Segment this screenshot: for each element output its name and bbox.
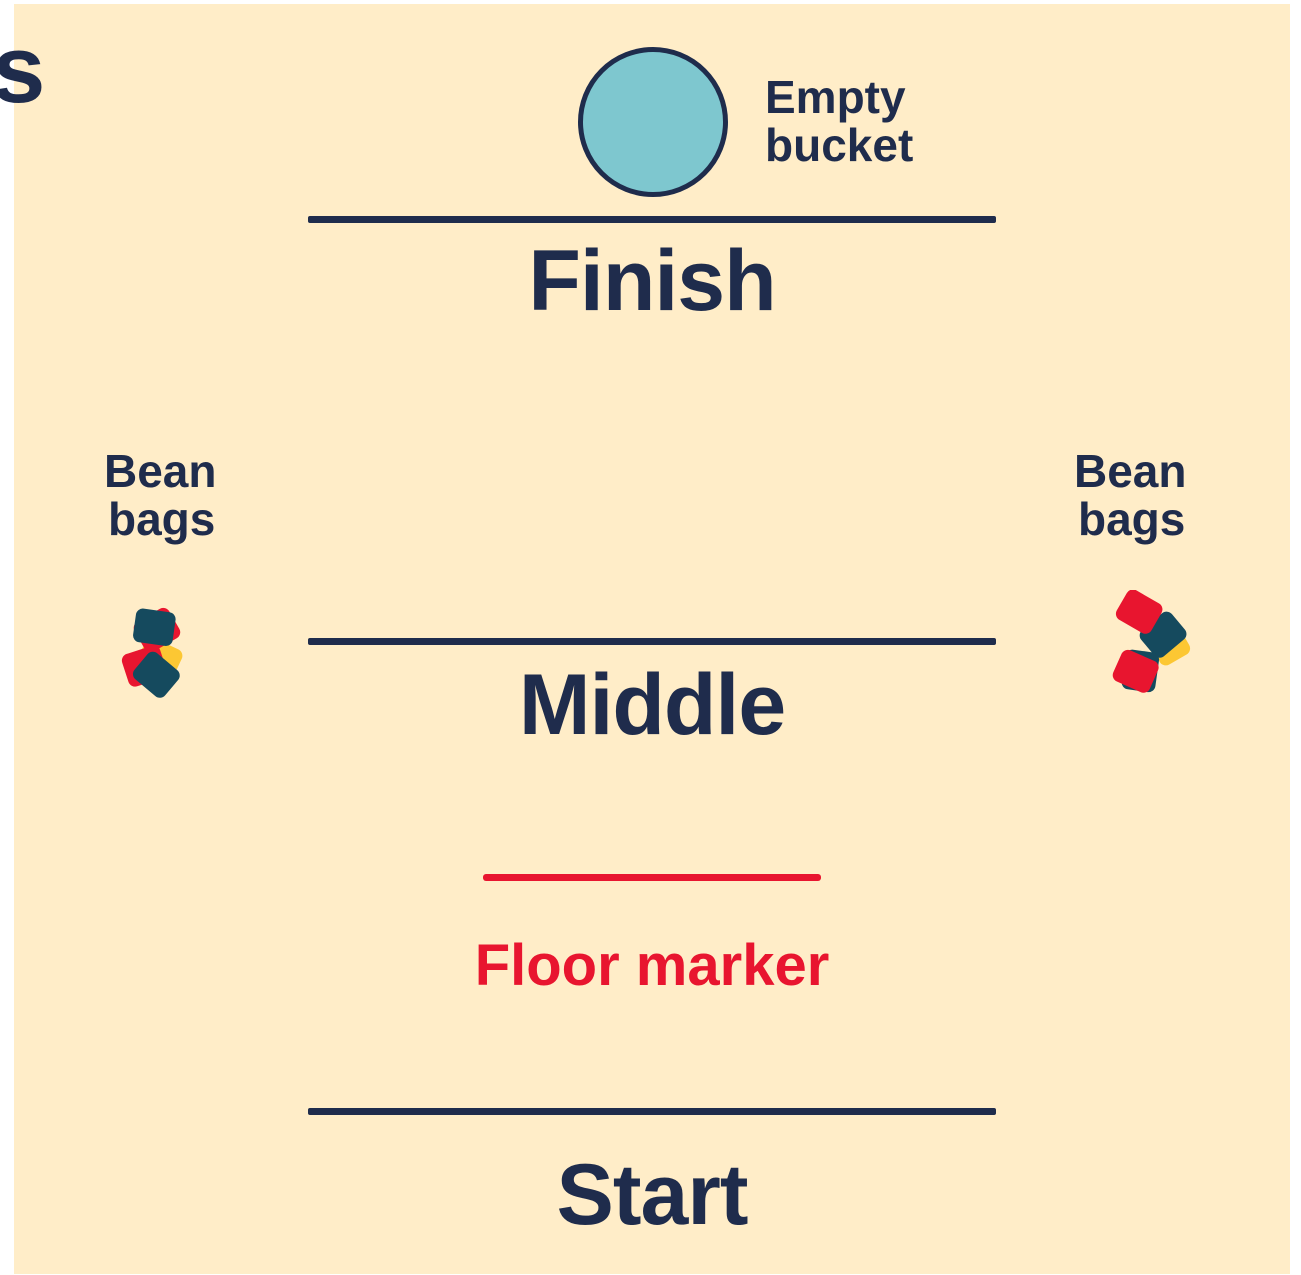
bean-bags-icon [121, 607, 183, 698]
bean-bags-left-line1: Bean [104, 445, 217, 497]
start-line [308, 1108, 996, 1115]
finish-line [308, 216, 996, 223]
bucket-label-line2: bucket [765, 119, 914, 171]
bean-bags-right-label: Bean bags [1074, 447, 1186, 543]
bucket-label-line1: Empty [765, 71, 906, 123]
middle-line [308, 638, 996, 645]
bean-bags-right-line1: Bean [1074, 445, 1187, 497]
bucket-label: Empty bucket [765, 73, 913, 169]
bean-bags-left-line2: bags [108, 493, 216, 545]
bucket-icon [578, 47, 728, 197]
bean-bags-right-line2: bags [1078, 493, 1186, 545]
bean-bags-icon [1112, 590, 1191, 693]
cropped-heading-letter: s [0, 16, 46, 123]
finish-label: Finish [528, 233, 776, 329]
floor-marker-line [483, 874, 821, 881]
start-label: Start [556, 1147, 749, 1243]
bean-bags-left-label: Bean bags [104, 447, 216, 543]
middle-label: Middle [518, 657, 786, 753]
floor-marker-label: Floor marker [474, 933, 830, 998]
